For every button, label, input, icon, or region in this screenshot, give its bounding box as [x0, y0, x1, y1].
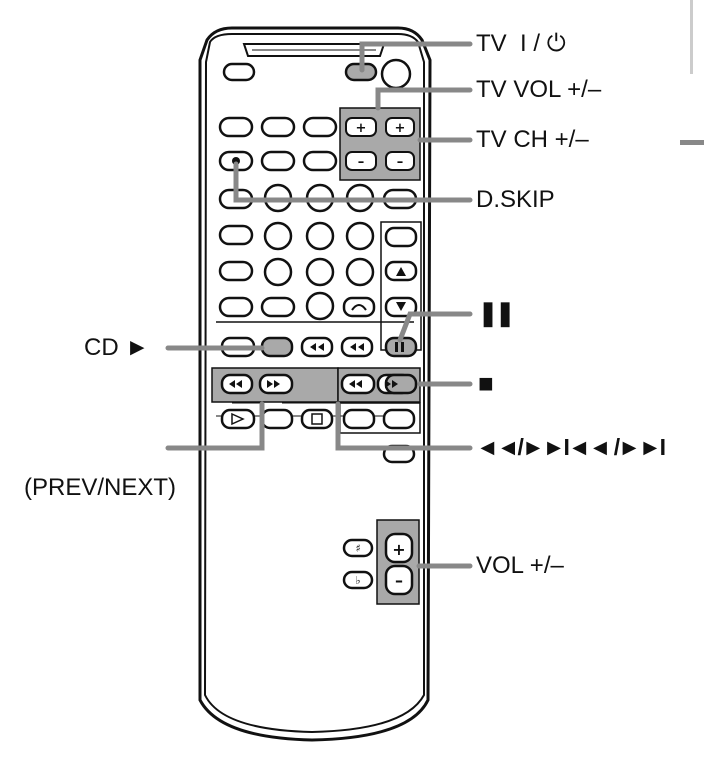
next-icon: [267, 380, 280, 388]
number-button[interactable]: [305, 221, 335, 251]
flat-button[interactable]: [342, 570, 374, 590]
tv-vol-ch-buttons: [345, 117, 415, 171]
plus-icon: +: [395, 121, 406, 136]
edge-line: [680, 140, 704, 145]
button[interactable]: [260, 150, 296, 172]
flat-icon: ♭: [355, 574, 360, 587]
vol-plus-button[interactable]: [384, 532, 414, 564]
play-outline-button[interactable]: [220, 408, 256, 430]
button[interactable]: [382, 408, 416, 430]
edge-frame: [690, 0, 704, 74]
cd-play-button[interactable]: [260, 336, 294, 358]
pause-icon: [401, 342, 404, 352]
button[interactable]: [260, 408, 294, 430]
button[interactable]: [260, 116, 296, 138]
top-left-button[interactable]: [222, 62, 256, 82]
return-button[interactable]: [342, 296, 376, 318]
number-button[interactable]: [345, 257, 375, 287]
stop-outline-icon: [311, 413, 323, 425]
number-button[interactable]: [263, 221, 293, 251]
fast-forward-icon: [385, 380, 398, 388]
row-power: [222, 58, 412, 90]
button[interactable]: [302, 116, 338, 138]
return-icon: [351, 304, 367, 311]
stop-label: ■: [478, 368, 494, 398]
sharp-button[interactable]: [342, 538, 374, 558]
vol-minus-button[interactable]: [384, 564, 414, 596]
rewind-icon: [349, 380, 362, 388]
dskip-label: D.SKIP: [476, 186, 555, 213]
prev-next-label: (PREV/NEXT): [24, 474, 177, 501]
tv-vol-minus-button[interactable]: [345, 151, 377, 171]
slow-icon: [310, 343, 324, 351]
prev-icon: [229, 380, 242, 388]
power-button[interactable]: [380, 58, 412, 90]
button[interactable]: [218, 296, 254, 318]
tv-ch-plus-button[interactable]: [385, 117, 415, 137]
tv-ch-minus-button[interactable]: [385, 151, 415, 171]
play-outline-icon: [231, 412, 245, 426]
plus-icon: +: [356, 121, 367, 136]
minus-icon: –: [397, 155, 404, 170]
button[interactable]: [340, 336, 374, 358]
search-label: ◄◄/►►I◄◄ /►►I: [476, 434, 666, 460]
number-button[interactable]: [345, 221, 375, 251]
slow-icon: [350, 343, 364, 351]
tv-ch-label: TV CH +/–: [476, 126, 589, 153]
vol-label: VOL +/–: [476, 552, 564, 579]
plus-icon: +: [392, 540, 405, 559]
button[interactable]: [300, 336, 334, 358]
pause-icon: [395, 342, 398, 352]
button[interactable]: [218, 260, 254, 282]
down-arrow-icon: [396, 302, 406, 311]
vol-area: [342, 532, 414, 596]
button[interactable]: [300, 408, 334, 430]
tv-power-label: TV I / ⏻: [476, 30, 566, 57]
minus-icon: –: [358, 155, 365, 170]
number-button[interactable]: [263, 257, 293, 287]
cd-play-label: CD ►: [84, 334, 150, 361]
tv-vol-plus-button[interactable]: [345, 117, 377, 137]
button[interactable]: [218, 224, 254, 246]
tv-vol-label: TV VOL +/–: [476, 76, 602, 103]
up-arrow-icon: [396, 267, 406, 276]
button[interactable]: [260, 296, 296, 318]
button[interactable]: [302, 150, 338, 172]
minus-icon: –: [395, 571, 403, 590]
number-button[interactable]: [305, 291, 335, 321]
button[interactable]: [384, 226, 418, 248]
number-button[interactable]: [305, 257, 335, 287]
oval-buttons: [218, 116, 418, 318]
sharp-icon: ♯: [355, 542, 360, 555]
leader-lines: [165, 41, 473, 569]
button[interactable]: [218, 116, 254, 138]
button[interactable]: [342, 408, 376, 430]
pause-label: ❚❚: [478, 300, 515, 327]
